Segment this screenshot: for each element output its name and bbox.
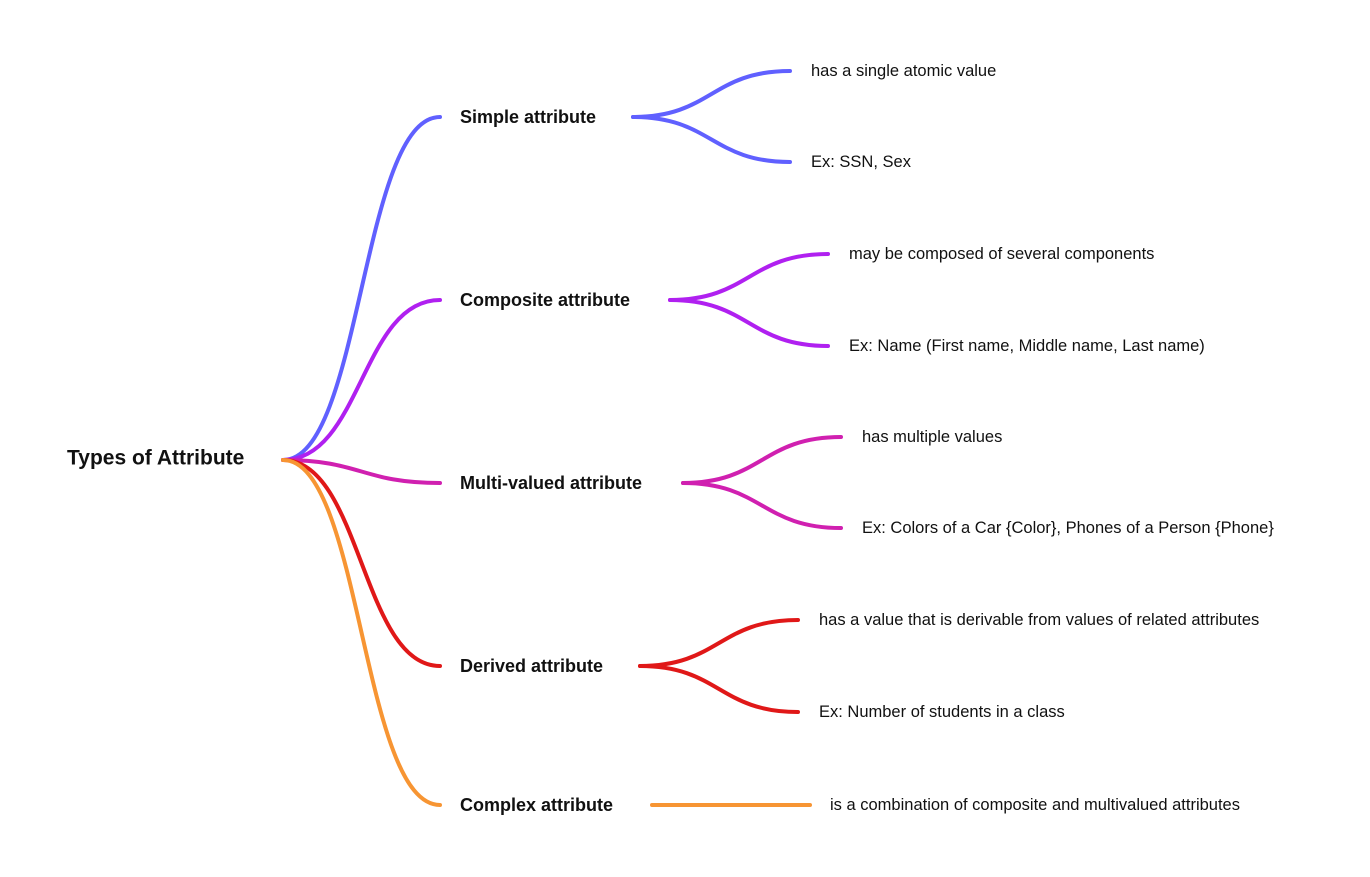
leaf-simple-definition: has a single atomic value xyxy=(811,61,997,80)
connector-branch-2-to-leaf-1 xyxy=(668,252,830,302)
connector-branch-3-to-leaf-1 xyxy=(681,435,843,485)
connector-branch-4-to-leaf-1 xyxy=(638,618,800,668)
leaf-derived-example: Ex: Number of students in a class xyxy=(819,702,1065,721)
connector-branch-1-to-leaf-2 xyxy=(631,115,792,164)
connector-branch-2-to-leaf-2 xyxy=(668,298,830,348)
branch-derived-attribute: Derived attribute xyxy=(460,656,604,676)
branch-multivalued-attribute: Multi-valued attribute xyxy=(460,473,643,493)
connector-root-to-branch-1 xyxy=(281,115,442,462)
connector-root-to-branch-5 xyxy=(281,458,442,807)
root-node-label: Types of Attribute xyxy=(67,446,245,470)
leaf-multivalued-example: Ex: Colors of a Car {Color}, Phones of a… xyxy=(862,518,1274,537)
connector-root-to-branch-2 xyxy=(281,298,442,462)
connector-root-to-branch-4 xyxy=(281,458,442,668)
leaf-simple-example: Ex: SSN, Sex xyxy=(811,152,911,171)
leaf-composite-definition: may be composed of several components xyxy=(849,244,1155,263)
connector-branch-1-to-leaf-1 xyxy=(631,69,792,119)
connector-root-to-branch-3 xyxy=(281,458,442,485)
leaf-multivalued-definition: has multiple values xyxy=(862,427,1003,446)
connector-branch-3-to-leaf-2 xyxy=(681,481,843,530)
branch-composite-attribute: Composite attribute xyxy=(460,290,631,310)
leaf-composite-example: Ex: Name (First name, Middle name, Last … xyxy=(849,336,1205,355)
connector-branch-4-to-leaf-2 xyxy=(638,664,800,714)
leaf-complex-definition: is a combination of composite and multiv… xyxy=(830,795,1240,814)
branch-complex-attribute: Complex attribute xyxy=(460,795,614,815)
branch-simple-attribute: Simple attribute xyxy=(460,107,597,127)
leaf-derived-definition: has a value that is derivable from value… xyxy=(819,610,1260,629)
